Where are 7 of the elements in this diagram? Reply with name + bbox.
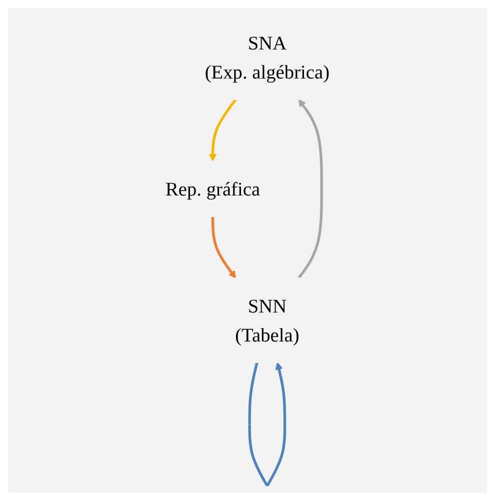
arrow [211,216,236,278]
node-text: Rep. gráfica [165,178,260,200]
node-text: SNA (Exp. algébrica) [204,32,330,83]
arrow [248,362,286,486]
node-text: SNN (Tabela) [235,294,300,346]
arrow [208,98,237,162]
arrow [298,99,323,279]
